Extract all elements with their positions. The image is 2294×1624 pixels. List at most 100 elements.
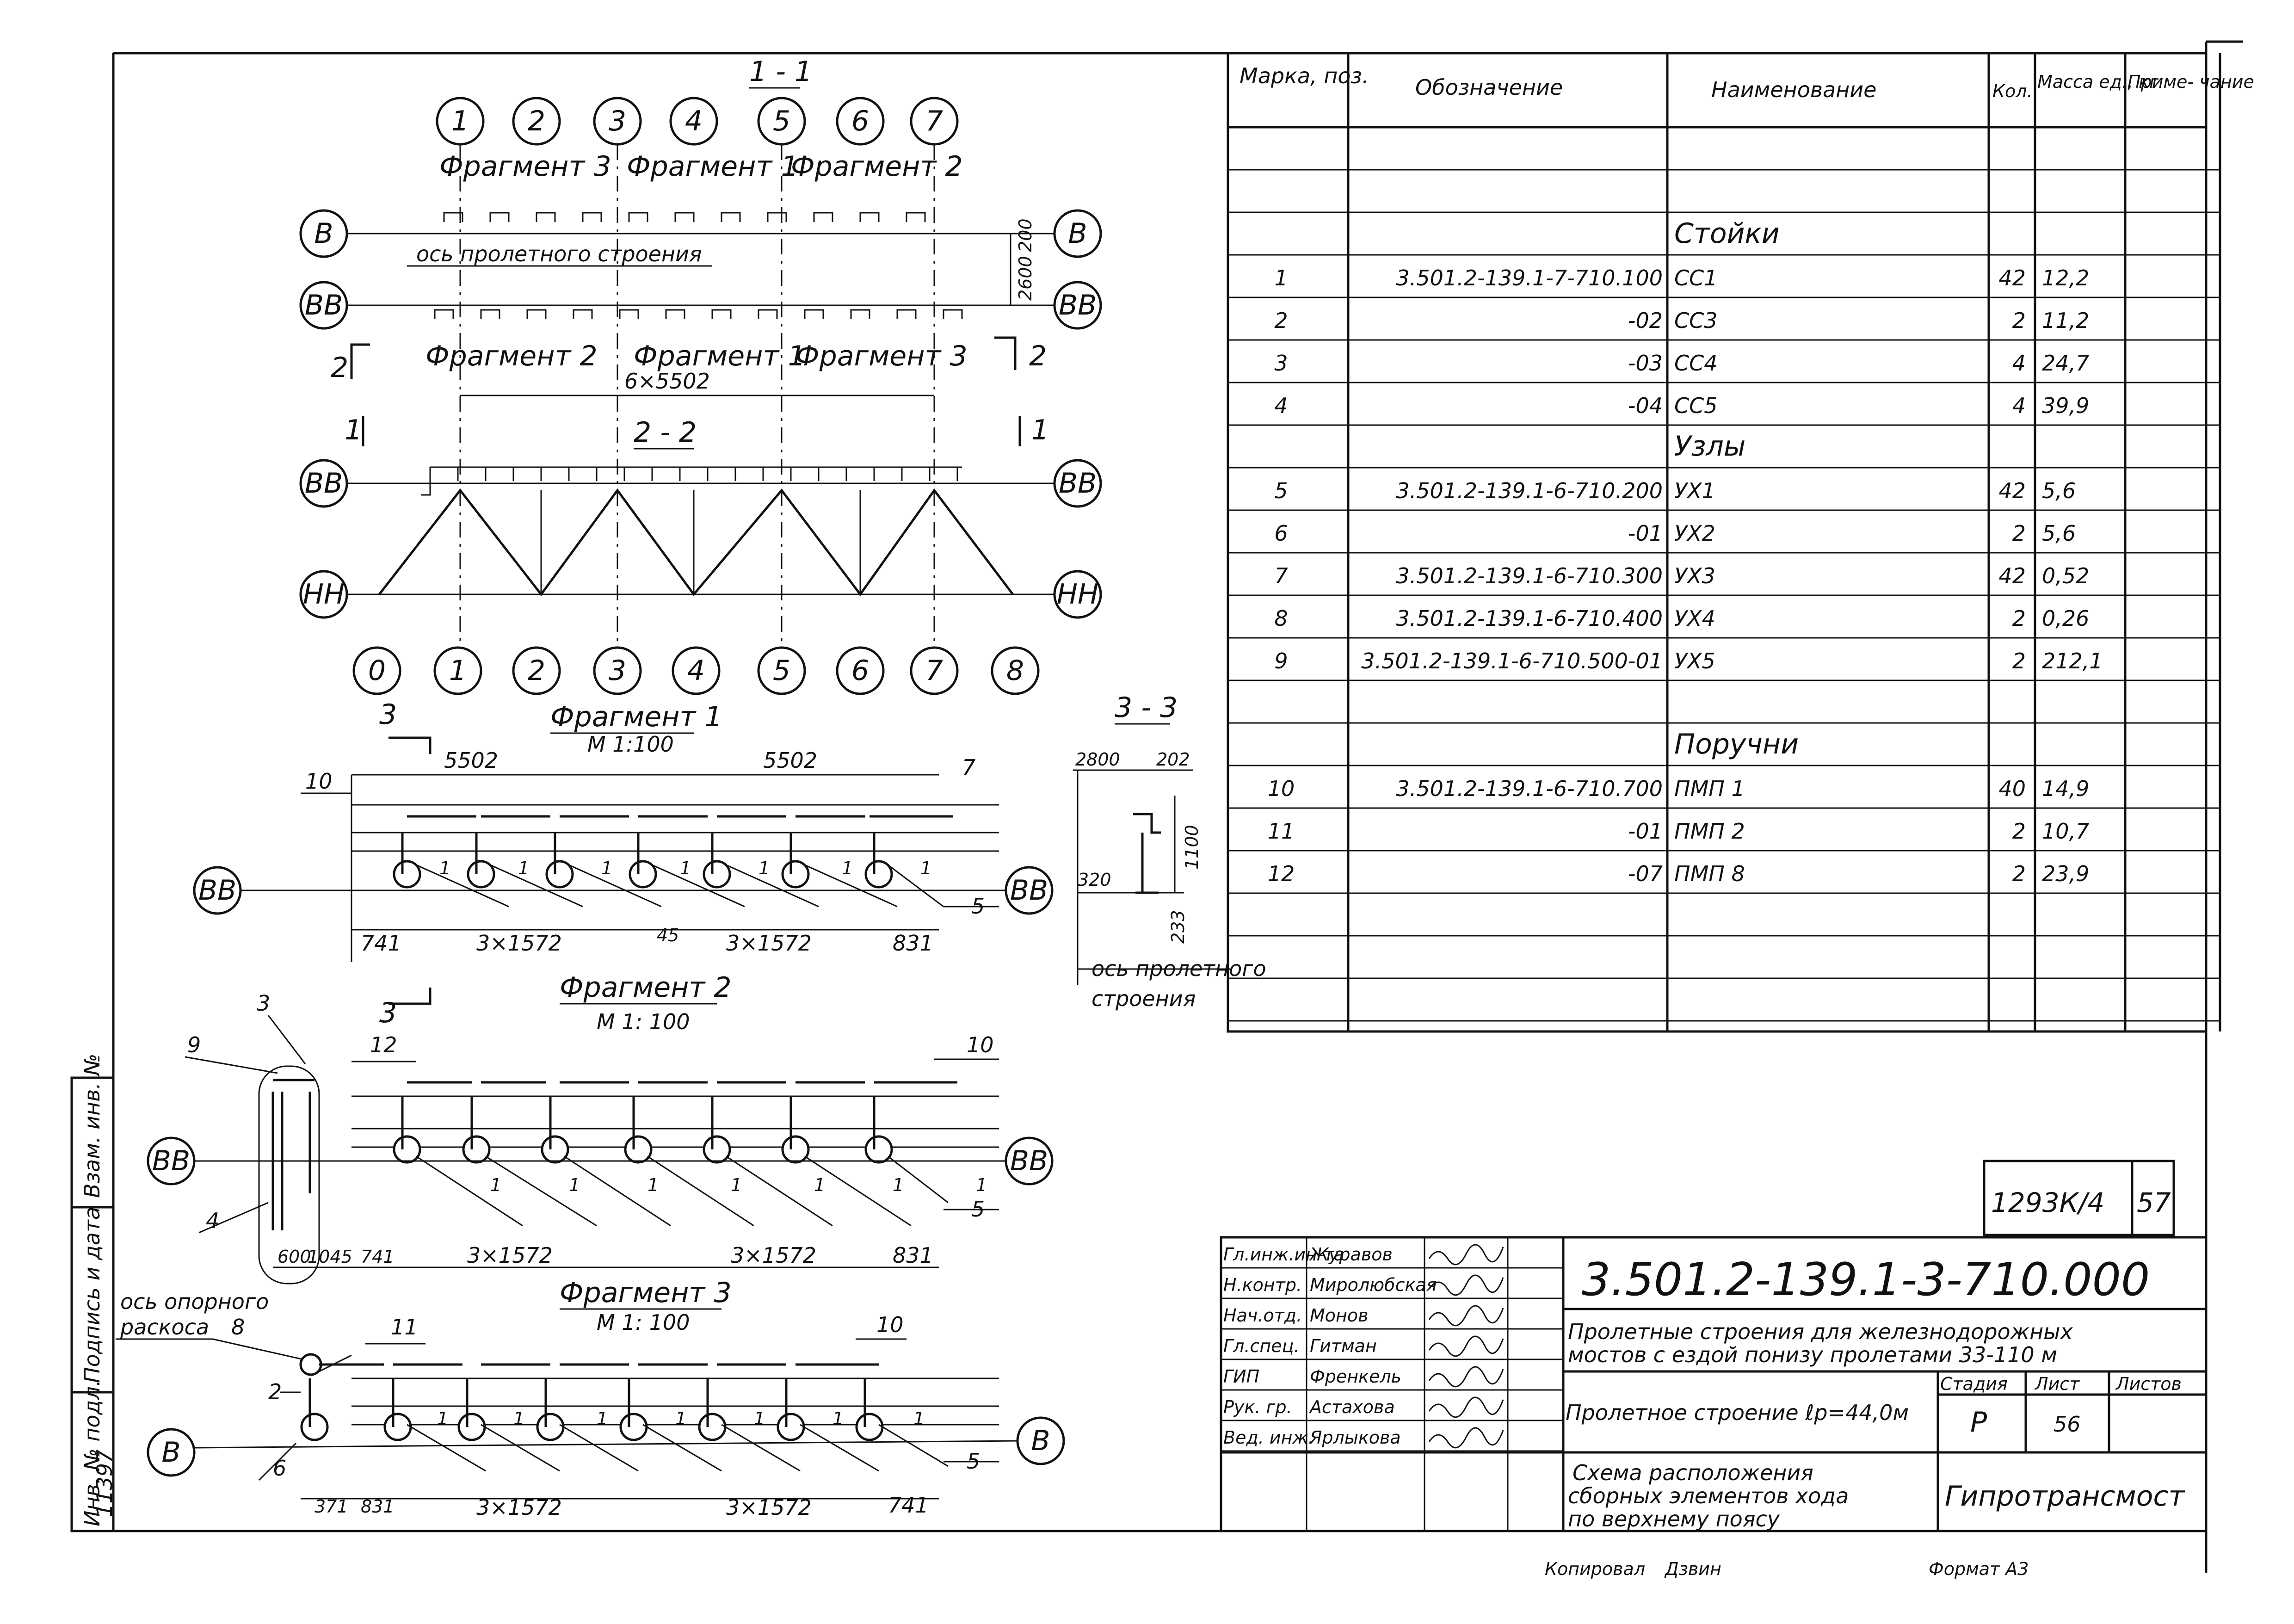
f1-label-1f: 1 (842, 858, 853, 878)
plan-view: 1 - 1 1 2 3 4 5 6 7 Фрагмент 3 Фрагмент … (299, 56, 1102, 695)
spec-cell-mass: 5,6 (2042, 521, 2076, 546)
f1-dim-3x1572-b: 3×1572 (726, 931, 812, 956)
cut-1-right: 1 (1031, 414, 1049, 446)
fragment-1-scale: М 1:100 (587, 732, 674, 757)
footer-format: Формат А3 (1929, 1559, 2029, 1579)
f2-dim-741: 741 (361, 1247, 395, 1267)
doc-code: 3.501.2-139.1-3-710.000 (1582, 1254, 2150, 1306)
spec-header-mark: Марка, поз. (1240, 63, 1369, 88)
spec-cell-name: Поручни (1674, 728, 1799, 760)
fragment-1: 3 Фрагмент 1 М 1:100 10 5502 5502 7 ВВ В… (193, 698, 1054, 1029)
f1-dim-45: 45 (657, 925, 679, 945)
drawing-title-2: сборных элементов хода (1568, 1483, 1849, 1508)
signature-mark (1428, 1274, 1504, 1296)
spec-cell-qty: 2 (2012, 861, 2026, 886)
spec-cell-qty: 2 (2012, 308, 2026, 333)
spec-cell-mark: 9 (1274, 648, 1288, 673)
role-name: Миролюбская (1310, 1275, 1437, 1295)
spec-cell-code: -01 (1628, 521, 1663, 546)
role-label: Рук. гр. (1223, 1397, 1292, 1417)
f1-dim-741: 741 (361, 931, 401, 956)
f3-label-1b: 1 (513, 1408, 524, 1429)
plan-span-dim: 6×5502 (624, 369, 710, 394)
spec-cell-name: ПМП 8 (1674, 861, 1745, 886)
s33-dim-233: 233 (1168, 910, 1188, 944)
s33-dim-2800: 2800 (1075, 749, 1120, 770)
f2-axis-bb-left: ВВ (152, 1145, 190, 1177)
spec-cell-mass: 11,2 (2042, 308, 2089, 333)
organization: Гипротрансмост (1945, 1480, 2185, 1513)
f3-label-1a: 1 (437, 1408, 448, 1429)
f3-axis-b-left: В (161, 1436, 180, 1469)
spec-cell-code: 3.501.2-139.1-6-710.300 (1396, 563, 1663, 588)
f2-label-3: 3 (257, 991, 270, 1016)
f2-posts (393, 1096, 893, 1164)
role-name: Астахова (1308, 1397, 1395, 1417)
cut-2-right: 2 (1029, 340, 1047, 372)
f1-label-1g: 1 (920, 858, 931, 878)
section-3-3-title: 3 - 3 (1115, 692, 1178, 724)
f2-dim-1045: 1045 (308, 1247, 352, 1267)
s33-dim-320: 320 (1078, 870, 1111, 890)
spec-cell-name: ПМП 1 (1674, 776, 1745, 801)
fragment-3-title: Фрагмент 3 (560, 1277, 732, 1309)
f1-axis-bb-right: ВВ (1010, 874, 1048, 907)
plan-axis-note: ось пролетного строения (416, 241, 702, 266)
spec-cell-code: 3.501.2-139.1-6-710.700 (1396, 776, 1663, 801)
spec-cell-mark: 3 (1274, 351, 1288, 376)
strip-label-signature: Подпись и дата (80, 1207, 105, 1383)
axis-b-right: В (1068, 217, 1087, 250)
signature-mark (1428, 1396, 1504, 1418)
f2-label-1b: 1 (569, 1175, 580, 1195)
f1-dim-top-1: 5502 (444, 748, 498, 773)
f2-axis-bb-right: ВВ (1010, 1145, 1048, 1177)
bottom-node-2: 2 (528, 655, 545, 687)
fragment-3: Фрагмент 3 М 1: 100 ось опорного раскоса… (116, 1277, 1065, 1520)
bottom-node-8: 8 (1006, 655, 1024, 687)
spec-cell-code: -07 (1628, 861, 1663, 886)
spec-cell-code: 3.501.2-139.1-6-710.400 (1396, 606, 1663, 631)
spec-cell-code: -02 (1628, 308, 1663, 333)
f1-axis-bb-left: ВВ (198, 874, 236, 907)
stage-label: Стадия (1940, 1374, 2008, 1394)
f1-dim-top-2: 5502 (763, 748, 817, 773)
inventory-box: 1293К/4 57 (1983, 1160, 2175, 1236)
spec-cell-name: УХ5 (1674, 648, 1715, 673)
spec-cell-mark: 8 (1274, 606, 1288, 631)
cut-3-bottom: 3 (379, 997, 397, 1029)
spec-cell-qty: 2 (2012, 521, 2026, 546)
spec-cell-code: -01 (1628, 819, 1663, 844)
f3-label-1g: 1 (913, 1408, 925, 1429)
plan-fragment-2-bottom: Фрагмент 2 (426, 340, 598, 372)
f1-label-1d: 1 (680, 858, 691, 878)
spec-cell-code: 3.501.2-139.1-6-710.500-01 (1361, 648, 1663, 673)
f3-posts (300, 1378, 884, 1441)
bottom-node-1: 1 (449, 655, 467, 687)
strip-label-replace: Взам. инв. № (80, 1054, 105, 1198)
spec-cell-mark: 2 (1274, 308, 1288, 333)
project-line-1: Пролетные строения для железнодорожных (1568, 1319, 2073, 1344)
plan-fragment-2-top: Фрагмент 2 (791, 150, 963, 183)
spec-cell-mark: 1 (1274, 266, 1288, 290)
f3-dim-3x1572-b: 3×1572 (726, 1495, 812, 1520)
signature-mark (1428, 1244, 1504, 1266)
footer-copier: Дзвин (1664, 1559, 1721, 1579)
spec-cell-qty: 42 (1998, 266, 2026, 290)
top-node-1: 1 (451, 105, 469, 137)
bottom-node-6: 6 (851, 655, 869, 687)
spec-cell-mass: 14,9 (2042, 776, 2089, 801)
fragment-2: Фрагмент 2 М 1: 100 3 9 12 10 ВВ ВВ 1 (147, 971, 1054, 1284)
plan-side-dim: 2600 (1015, 256, 1036, 301)
left-strip: Взам. инв. № Подпись и дата Инв. № подл.… (70, 1054, 117, 1532)
axis-bb-elev-right: ВВ (1059, 467, 1097, 500)
spec-cell-mass: 23,9 (2042, 861, 2089, 886)
spec-cell-code: 3.501.2-139.1-7-710.100 (1396, 266, 1663, 290)
plan-fragment-3-bottom: Фрагмент 3 (796, 340, 968, 372)
f1-label-1a: 1 (439, 858, 450, 878)
spec-cell-qty: 4 (2012, 351, 2026, 376)
bottom-node-numbers: 0 1 2 3 4 5 6 7 8 (352, 646, 1040, 695)
axis-nn-left: НН (303, 578, 345, 611)
bottom-node-4: 4 (687, 655, 705, 687)
spec-cell-mark: 11 (1268, 819, 1295, 844)
